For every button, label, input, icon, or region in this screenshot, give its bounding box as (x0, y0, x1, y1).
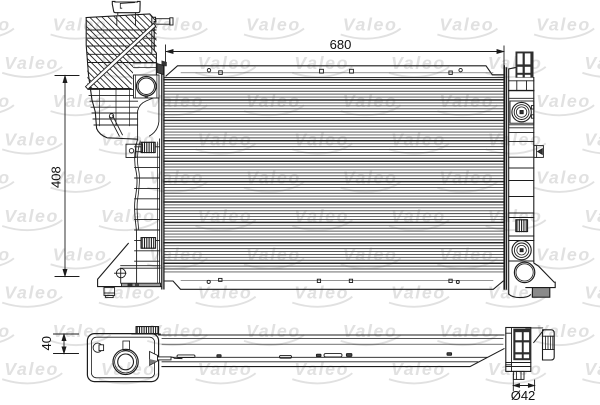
svg-text:Ø42: Ø42 (511, 388, 536, 400)
svg-text:40: 40 (39, 336, 54, 350)
svg-text:680: 680 (330, 37, 352, 52)
svg-text:408: 408 (49, 166, 64, 188)
